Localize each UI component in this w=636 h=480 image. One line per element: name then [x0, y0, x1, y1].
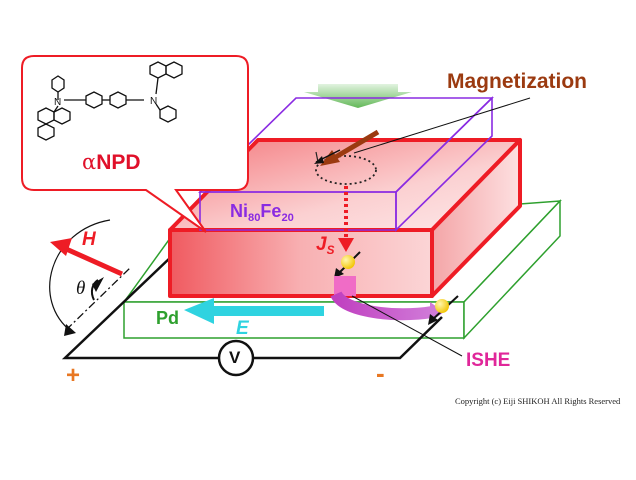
spin-current-arrow [338, 186, 354, 252]
alpha-prefix: α [82, 150, 97, 174]
h-text: H [82, 229, 96, 250]
light-incident-arrow [304, 84, 412, 108]
plus-text: + [66, 362, 81, 389]
pd-text: Pd [156, 308, 180, 328]
magnetization-leader [353, 97, 531, 154]
ishe-text: ISHE [466, 350, 511, 371]
magnetization-label: Magnetization [447, 70, 587, 94]
minus-terminal-label: - [376, 358, 385, 389]
voltmeter-label: V [229, 348, 240, 368]
spin-current-label: JS [316, 234, 334, 257]
theta-text: θ [76, 278, 86, 299]
nife-sub-20: 20 [281, 211, 294, 224]
magnetization-arrow [314, 129, 380, 166]
angle-label: θ [76, 278, 85, 300]
spin-particle [334, 251, 361, 278]
nife-sub-80: 80 [248, 211, 261, 224]
molecule-name-label: αNPD [82, 150, 141, 175]
spin-particle-pd [428, 295, 459, 325]
npd-text: NPD [96, 151, 141, 174]
angle-indicator [49, 219, 131, 336]
svg-text:N: N [54, 97, 61, 108]
h-field-label: H [82, 229, 96, 251]
svg-text:N: N [150, 96, 157, 107]
circuit-wire [61, 255, 443, 360]
magnetization-text: Magnetization [447, 70, 587, 93]
voltmeter [217, 339, 255, 377]
nife-fe: Fe [260, 201, 282, 221]
ishe-label: ISHE [466, 350, 510, 372]
js-j: J [316, 234, 327, 255]
nife-ni: Ni [230, 201, 248, 221]
e-text: E [236, 318, 249, 339]
copyright-text: Copyright (c) Eiji SHIKOH All Rights Res… [455, 396, 621, 406]
minus-text: - [376, 358, 385, 388]
plus-terminal-label: + [66, 362, 80, 390]
e-field-arrow [184, 298, 324, 324]
ishe-leader [351, 295, 463, 357]
h-field-arrow [50, 238, 124, 277]
js-s: S [326, 244, 335, 258]
v-text: V [229, 348, 241, 367]
pd-label: Pd [156, 308, 179, 329]
copyright-notice: Copyright (c) Eiji SHIKOH All Rights Res… [455, 396, 620, 406]
nife-label: Ni80Fe20 [230, 201, 294, 224]
npd-molecule-structure [37, 61, 183, 141]
e-field-label: E [236, 318, 249, 340]
nitrogen-atoms: N N [54, 96, 157, 108]
